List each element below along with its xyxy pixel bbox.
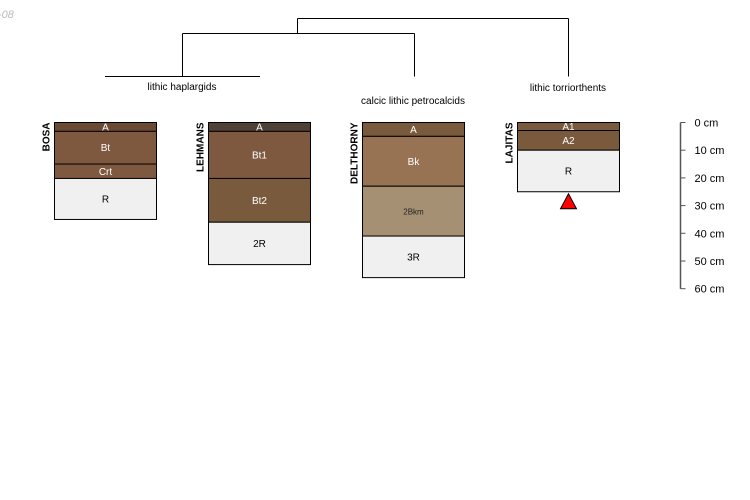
depth-axis: 0 cm 10 cm 20 cm 30 cm 40 cm 50 cm 60 cm (679, 118, 725, 296)
axis-tick-label: 0 cm (695, 118, 719, 130)
horizon-label: 2Bkm (403, 208, 424, 217)
horizon-label: Bt2 (252, 196, 267, 207)
axis-tick-label: 40 cm (695, 228, 725, 240)
horizon (362, 235, 465, 279)
profile-name: LAJITAS (505, 122, 516, 163)
horizon (54, 177, 157, 220)
horizon-label: Bt1 (252, 150, 267, 161)
horizon (362, 185, 465, 237)
horizon-label: A (256, 122, 263, 133)
horizon-label: Crt (99, 167, 113, 178)
profile-name: LEHMANS (196, 122, 207, 172)
horizon-label: A (410, 125, 417, 136)
profile-delthorny: A Bk 2Bkm 3R DELTHORNY (350, 122, 465, 279)
profile-name: DELTHORNY (350, 122, 361, 184)
axis-tick-label: 10 cm (695, 145, 725, 157)
cluster-label: lithic torriorthents (530, 83, 606, 94)
horizon-label: Bk (408, 157, 421, 168)
horizon-label: 2R (253, 239, 266, 250)
horizon-label: A1 (562, 122, 575, 133)
horizon (517, 149, 620, 193)
axis-tick-label: 60 cm (695, 284, 725, 296)
axis-tick-label: 50 cm (695, 256, 725, 268)
horizon-label: R (102, 194, 109, 205)
axis-tick-label: 30 cm (695, 201, 725, 213)
horizon-label: Bt (101, 143, 111, 154)
horizon-label: A2 (562, 136, 575, 147)
horizon (54, 130, 157, 165)
axis-tick-label: 20 cm (695, 173, 725, 185)
lithic-contact-marker-icon (559, 192, 578, 210)
horizon-label: R (565, 166, 572, 177)
dendrogram (105, 18, 569, 77)
profile-name: BOSA (42, 123, 53, 152)
horizon (208, 221, 311, 266)
horizon (208, 130, 311, 179)
horizon-label: A (102, 122, 109, 133)
horizon (362, 135, 465, 187)
cluster-label: calcic lithic petrocalcids (361, 96, 465, 107)
corner-label: -08 (0, 9, 15, 21)
horizon-label: 3R (407, 252, 420, 263)
cluster-label: lithic haplargids (148, 82, 217, 93)
horizon (208, 177, 311, 223)
